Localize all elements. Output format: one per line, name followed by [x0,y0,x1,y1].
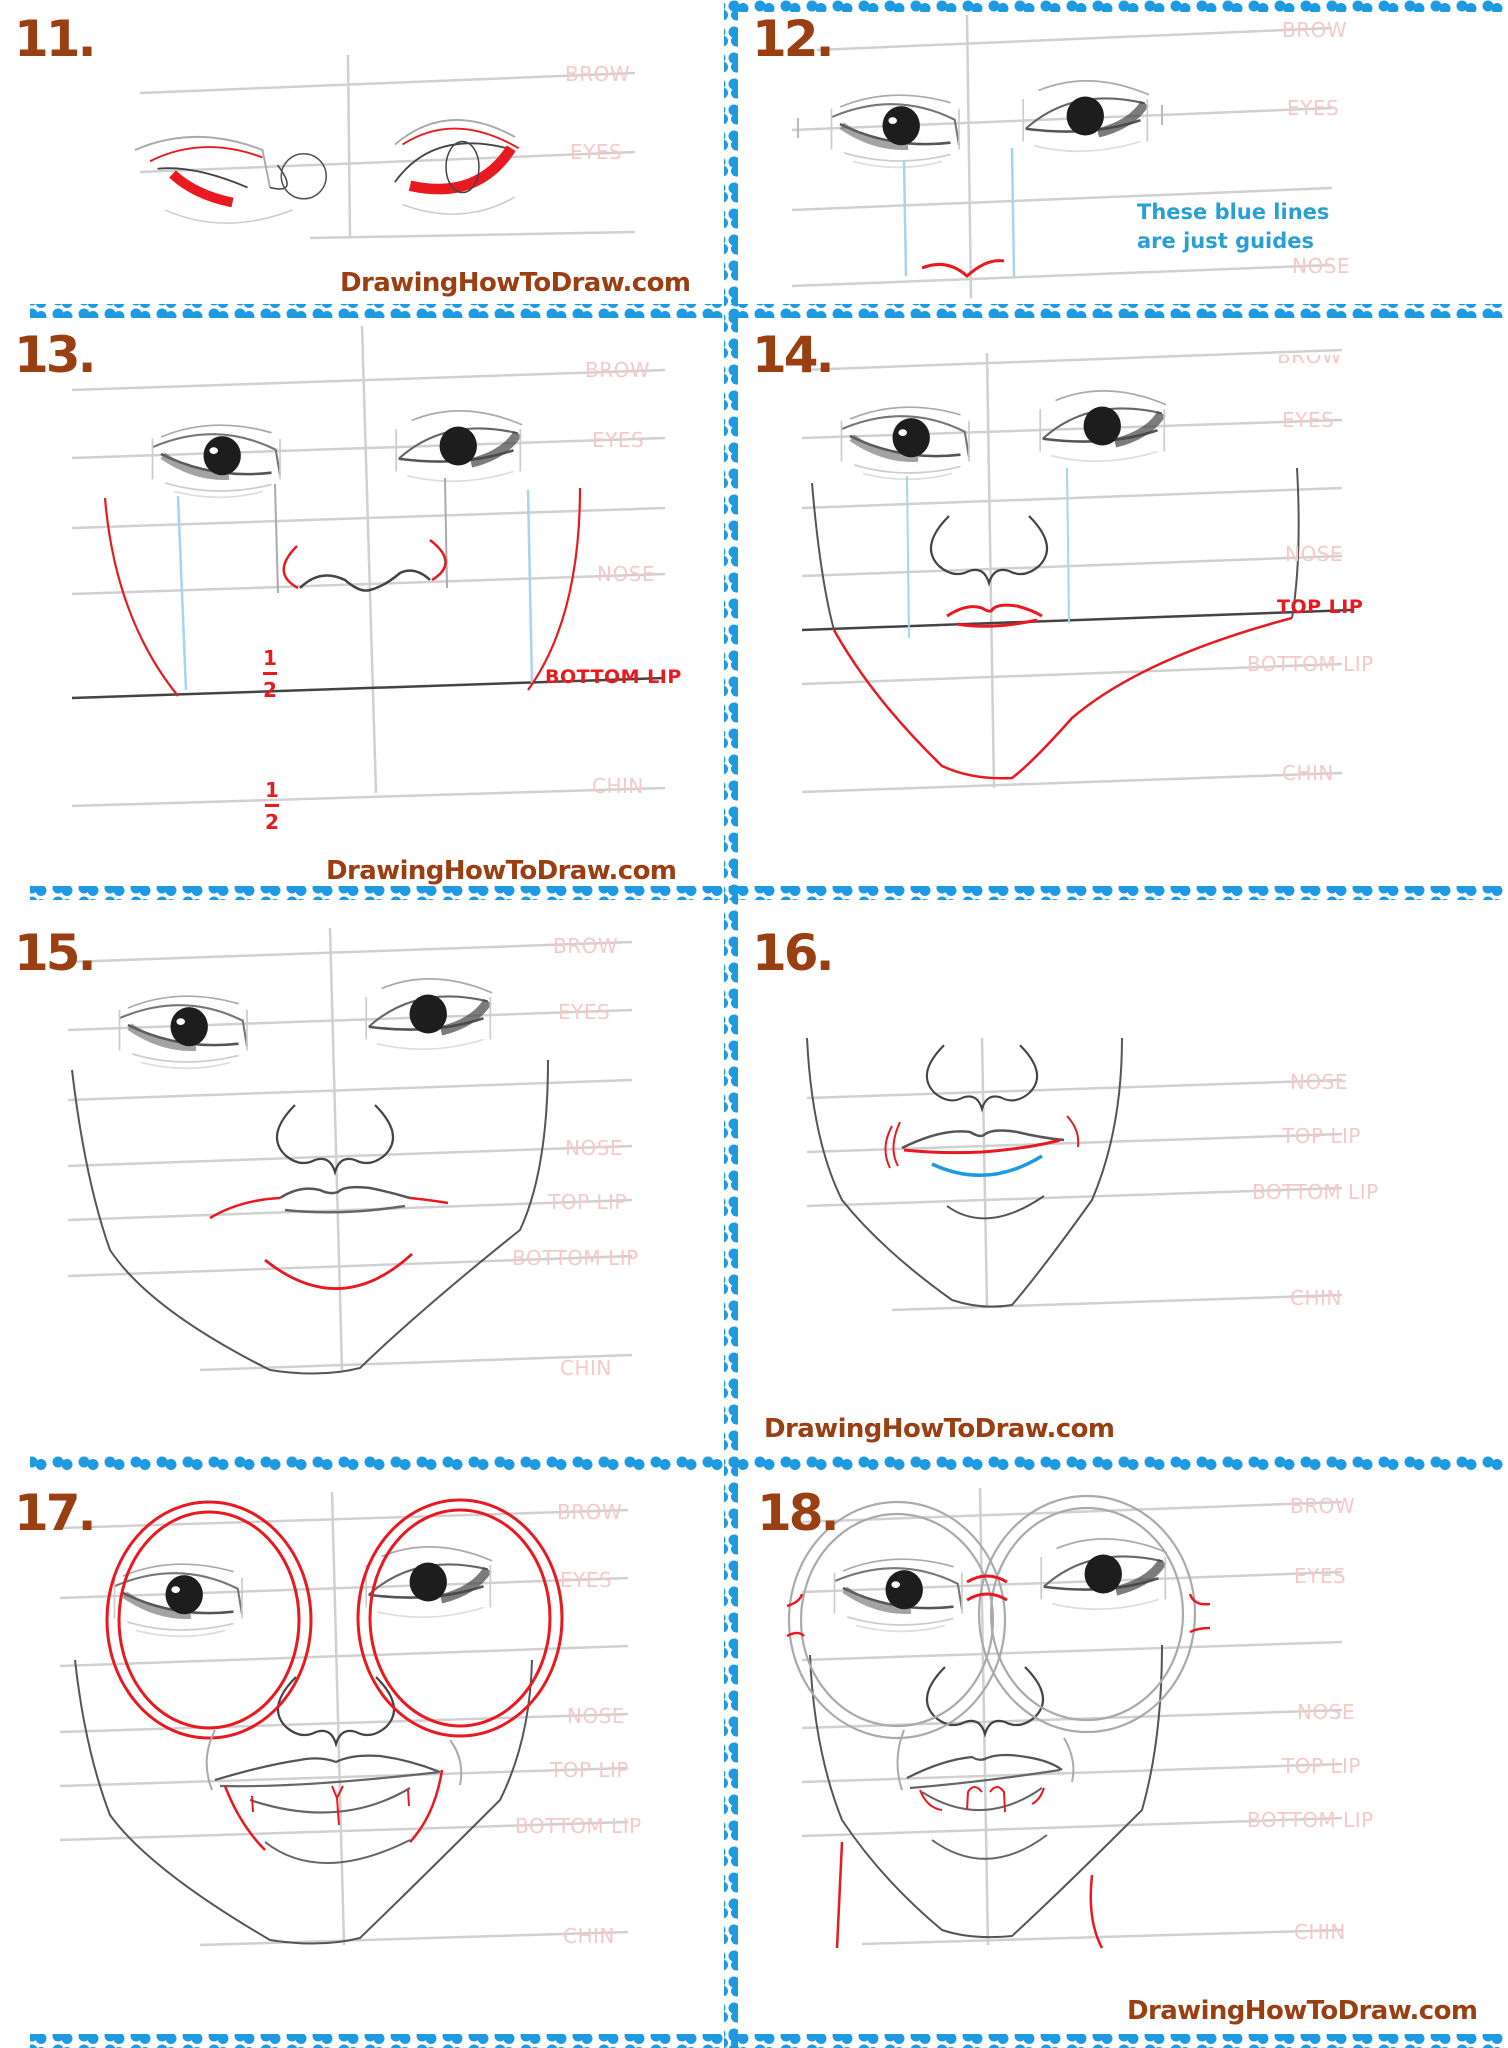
guide-label-eyes: EYES [570,140,623,164]
panel-step-18: 18. BROW EYES NOSE TOP LIP BOTTOM LIP CH… [742,1470,1508,2034]
guide-label-brow: BROW [553,934,619,958]
divider-row-3 [30,1456,1508,1470]
guide-label-nose: NOSE [1292,254,1351,278]
guide-label-chin: CHIN [1294,1920,1346,1944]
guide-label-nose: NOSE [597,562,656,586]
guide-label-top-lip: TOP LIP [1282,1124,1361,1148]
step-number: 12. [752,10,835,68]
note-line-1: These blue lines [1137,200,1330,224]
guide-label-top-lip: TOP LIP [1277,596,1364,618]
fraction-numerator: 1 [263,646,277,670]
panel-step-13: 13. BROW EYES NOSE BOTTOM LIP CHIN 1 2 1… [0,318,728,886]
site-watermark: DrawingHowToDraw.com [764,1414,1115,1444]
divider-row-1 [30,304,1508,318]
guide-label-eyes: EYES [592,428,645,452]
guide-label-chin: CHIN [563,1924,615,1948]
fraction-denominator: 2 [263,678,277,702]
step-number: 18. [757,1484,840,1542]
guide-label-bottom-lip: BOTTOM LIP [515,1814,642,1838]
drawing-step-18 [786,1487,1343,1949]
guide-label-eyes: EYES [1294,1564,1347,1588]
guide-label-top-lip: TOP LIP [1282,1754,1361,1778]
guide-label-chin: CHIN [560,1356,612,1380]
guide-label-nose: NOSE [565,1136,624,1160]
panel-step-17: 17. BROW EYES NOSE TOP LIP BOTTOM LIP CH… [0,1470,728,2034]
fraction-upper-half: 1 2 [258,648,282,700]
divider-bottom [30,2034,1508,2048]
step-number: 13. [14,326,97,384]
drawing-step-11 [134,54,636,240]
fraction-denominator: 2 [265,810,279,834]
step-number: 17. [14,1484,97,1542]
guide-label-nose: NOSE [567,1704,626,1728]
guide-label-eyes: EYES [1287,96,1340,120]
guide-label-nose: NOSE [1285,542,1344,566]
panel-step-14: 14. BROW EYES NOSE TOP LIP BOTTOM LIP CH… [742,318,1508,886]
blue-guide-note: These blue lines are just guides [1137,198,1329,256]
guide-label-brow: BROW [557,1500,623,1524]
guide-label-nose: NOSE [1290,1070,1349,1094]
note-line-2: are just guides [1137,229,1315,253]
fraction-bar [263,672,277,675]
step-number: 14. [752,326,835,384]
drawing-step-13 [71,325,666,808]
step-number: 15. [14,924,97,982]
drawing-step-16 [806,1037,1343,1312]
fraction-numerator: 1 [265,778,279,802]
guide-label-top-lip: TOP LIP [548,1190,627,1214]
divider-top-right [735,0,1508,12]
panel-step-16: 16. NOSE TOP LIP BOTTOM LIP CHIN Drawing… [742,900,1508,1456]
guide-label-eyes: EYES [558,1000,611,1024]
guide-label-bottom-lip: BOTTOM LIP [1252,1180,1379,1204]
drawing-step-15 [67,927,633,1375]
panel-step-12: 12. BROW EYES NOSE These blue lines are … [742,0,1508,304]
site-watermark: DrawingHowToDraw.com [340,268,691,298]
guide-label-bottom-lip: BOTTOM LIP [545,666,682,688]
fraction-bar [265,804,279,807]
guide-label-bottom-lip: BOTTOM LIP [512,1246,639,1270]
guide-label-eyes: EYES [1282,408,1335,432]
guide-label-brow: BROW [1282,18,1348,42]
divider-center-vertical [724,0,738,2048]
guide-label-bottom-lip: BOTTOM LIP [1247,1808,1374,1832]
guide-label-brow: BROW [1277,344,1343,368]
step-number: 16. [752,924,835,982]
drawing-step-12 [791,14,1333,299]
site-watermark: DrawingHowToDraw.com [1127,1996,1478,2026]
guide-label-chin: CHIN [1282,761,1334,785]
panel-step-11: 11. BROW EYES DrawingHowToDraw.com [0,0,728,304]
drawing-step-14 [801,348,1353,794]
panel-step-15: 15. BROW EYES NOSE TOP LIP BOTTOM LIP CH… [0,900,728,1456]
guide-label-chin: CHIN [1290,1286,1342,1310]
site-watermark: DrawingHowToDraw.com [326,856,677,886]
guide-label-eyes: EYES [560,1568,613,1592]
guide-label-brow: BROW [585,358,651,382]
divider-row-2 [30,886,1508,900]
guide-label-top-lip: TOP LIP [550,1758,629,1782]
guide-label-brow: BROW [565,62,631,86]
guide-label-nose: NOSE [1297,1700,1356,1724]
guide-label-bottom-lip: BOTTOM LIP [1247,652,1374,676]
guide-label-brow: BROW [1290,1494,1356,1518]
guide-label-chin: CHIN [592,774,644,798]
fraction-lower-half: 1 2 [260,780,284,832]
step-number: 11. [14,10,97,68]
drawing-step-17 [59,1491,629,1947]
